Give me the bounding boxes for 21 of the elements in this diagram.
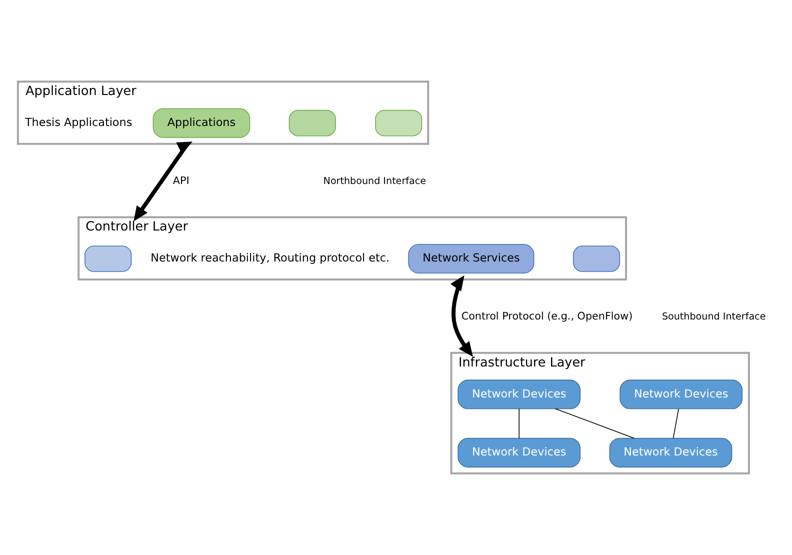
arrow bbox=[134, 142, 192, 222]
node-box: Network Devices bbox=[620, 380, 743, 410]
label: Southbound Interface bbox=[662, 311, 766, 322]
node-box: Applications bbox=[152, 108, 250, 138]
edge-label: Control Protocol (e.g., OpenFlow) bbox=[461, 310, 633, 323]
node-label: Thesis Applications bbox=[24, 116, 132, 130]
node-box bbox=[288, 110, 336, 136]
node-box: Network Devices bbox=[609, 438, 732, 468]
arrow bbox=[450, 275, 473, 357]
edge-label: API bbox=[172, 175, 190, 188]
node-box: Network Devices bbox=[458, 380, 581, 410]
connector bbox=[672, 408, 679, 439]
node-box: Network Services bbox=[408, 244, 534, 274]
node-box bbox=[375, 110, 422, 136]
node-box: Network Devices bbox=[458, 438, 581, 468]
connector bbox=[555, 408, 635, 439]
node-box bbox=[84, 246, 132, 272]
node-box bbox=[572, 246, 620, 272]
connector bbox=[518, 408, 520, 439]
label: Northbound Interface bbox=[323, 176, 426, 187]
node-label: Network reachability, Routing protocol etc. bbox=[150, 252, 390, 265]
